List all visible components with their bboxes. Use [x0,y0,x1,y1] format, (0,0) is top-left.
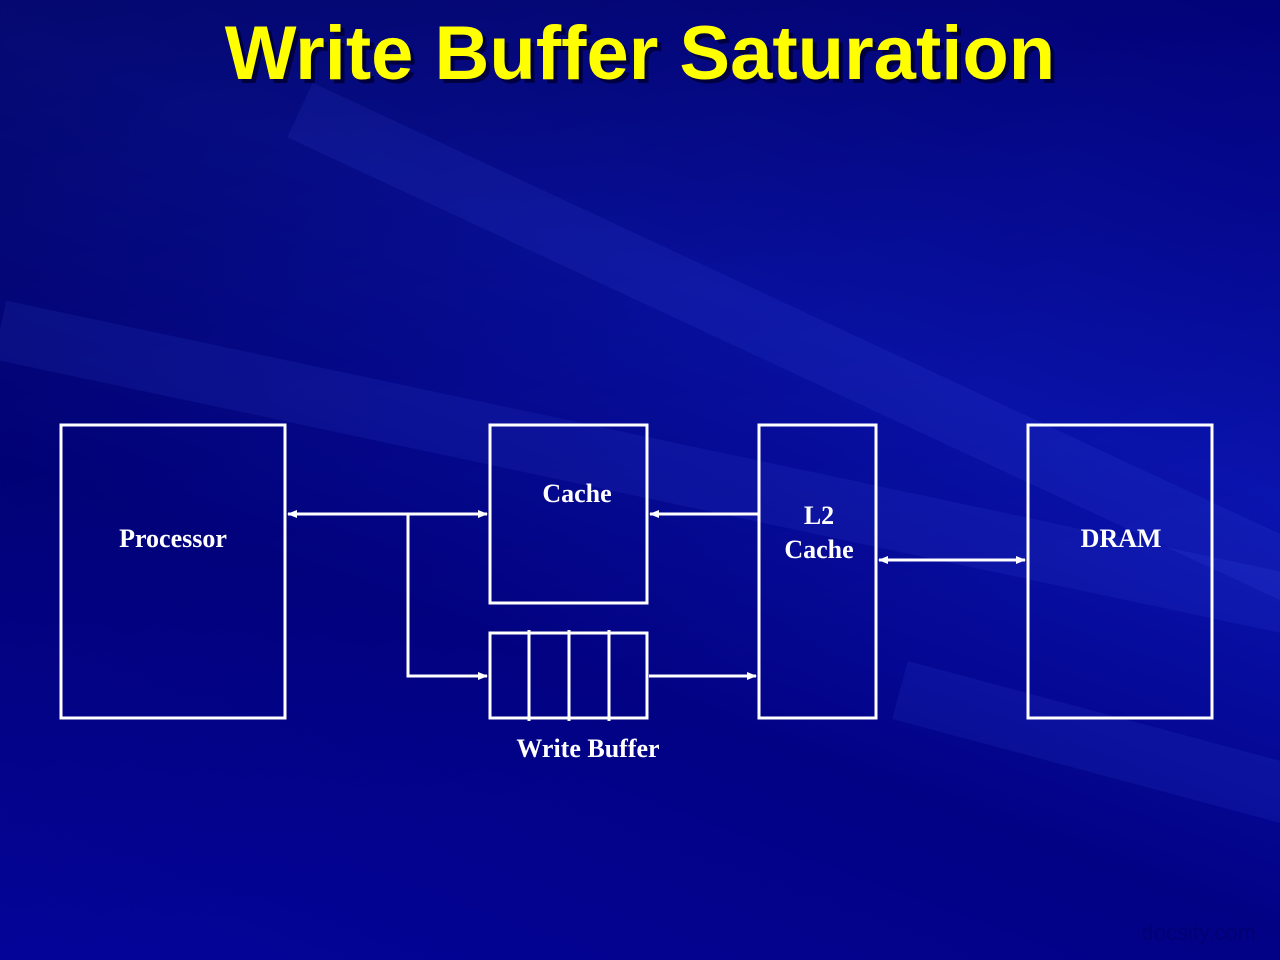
l2-cache-label-line1: L2 [804,501,834,530]
dram-label: DRAM [1081,524,1162,553]
cache-label: Cache [542,479,611,508]
slide-title: Write Buffer Saturation [224,11,1056,96]
write-buffer-label: Write Buffer [516,734,659,763]
dram-box [1026,423,1214,720]
l2-cache-label-line2: Cache [784,535,853,564]
processor-writebuffer-arrow [406,514,488,680]
cache-box [488,423,649,605]
l2-cache-box [757,423,878,720]
watermark: docsity.com [1141,920,1256,945]
processor-label: Processor [119,524,227,553]
processor-box [59,423,287,720]
